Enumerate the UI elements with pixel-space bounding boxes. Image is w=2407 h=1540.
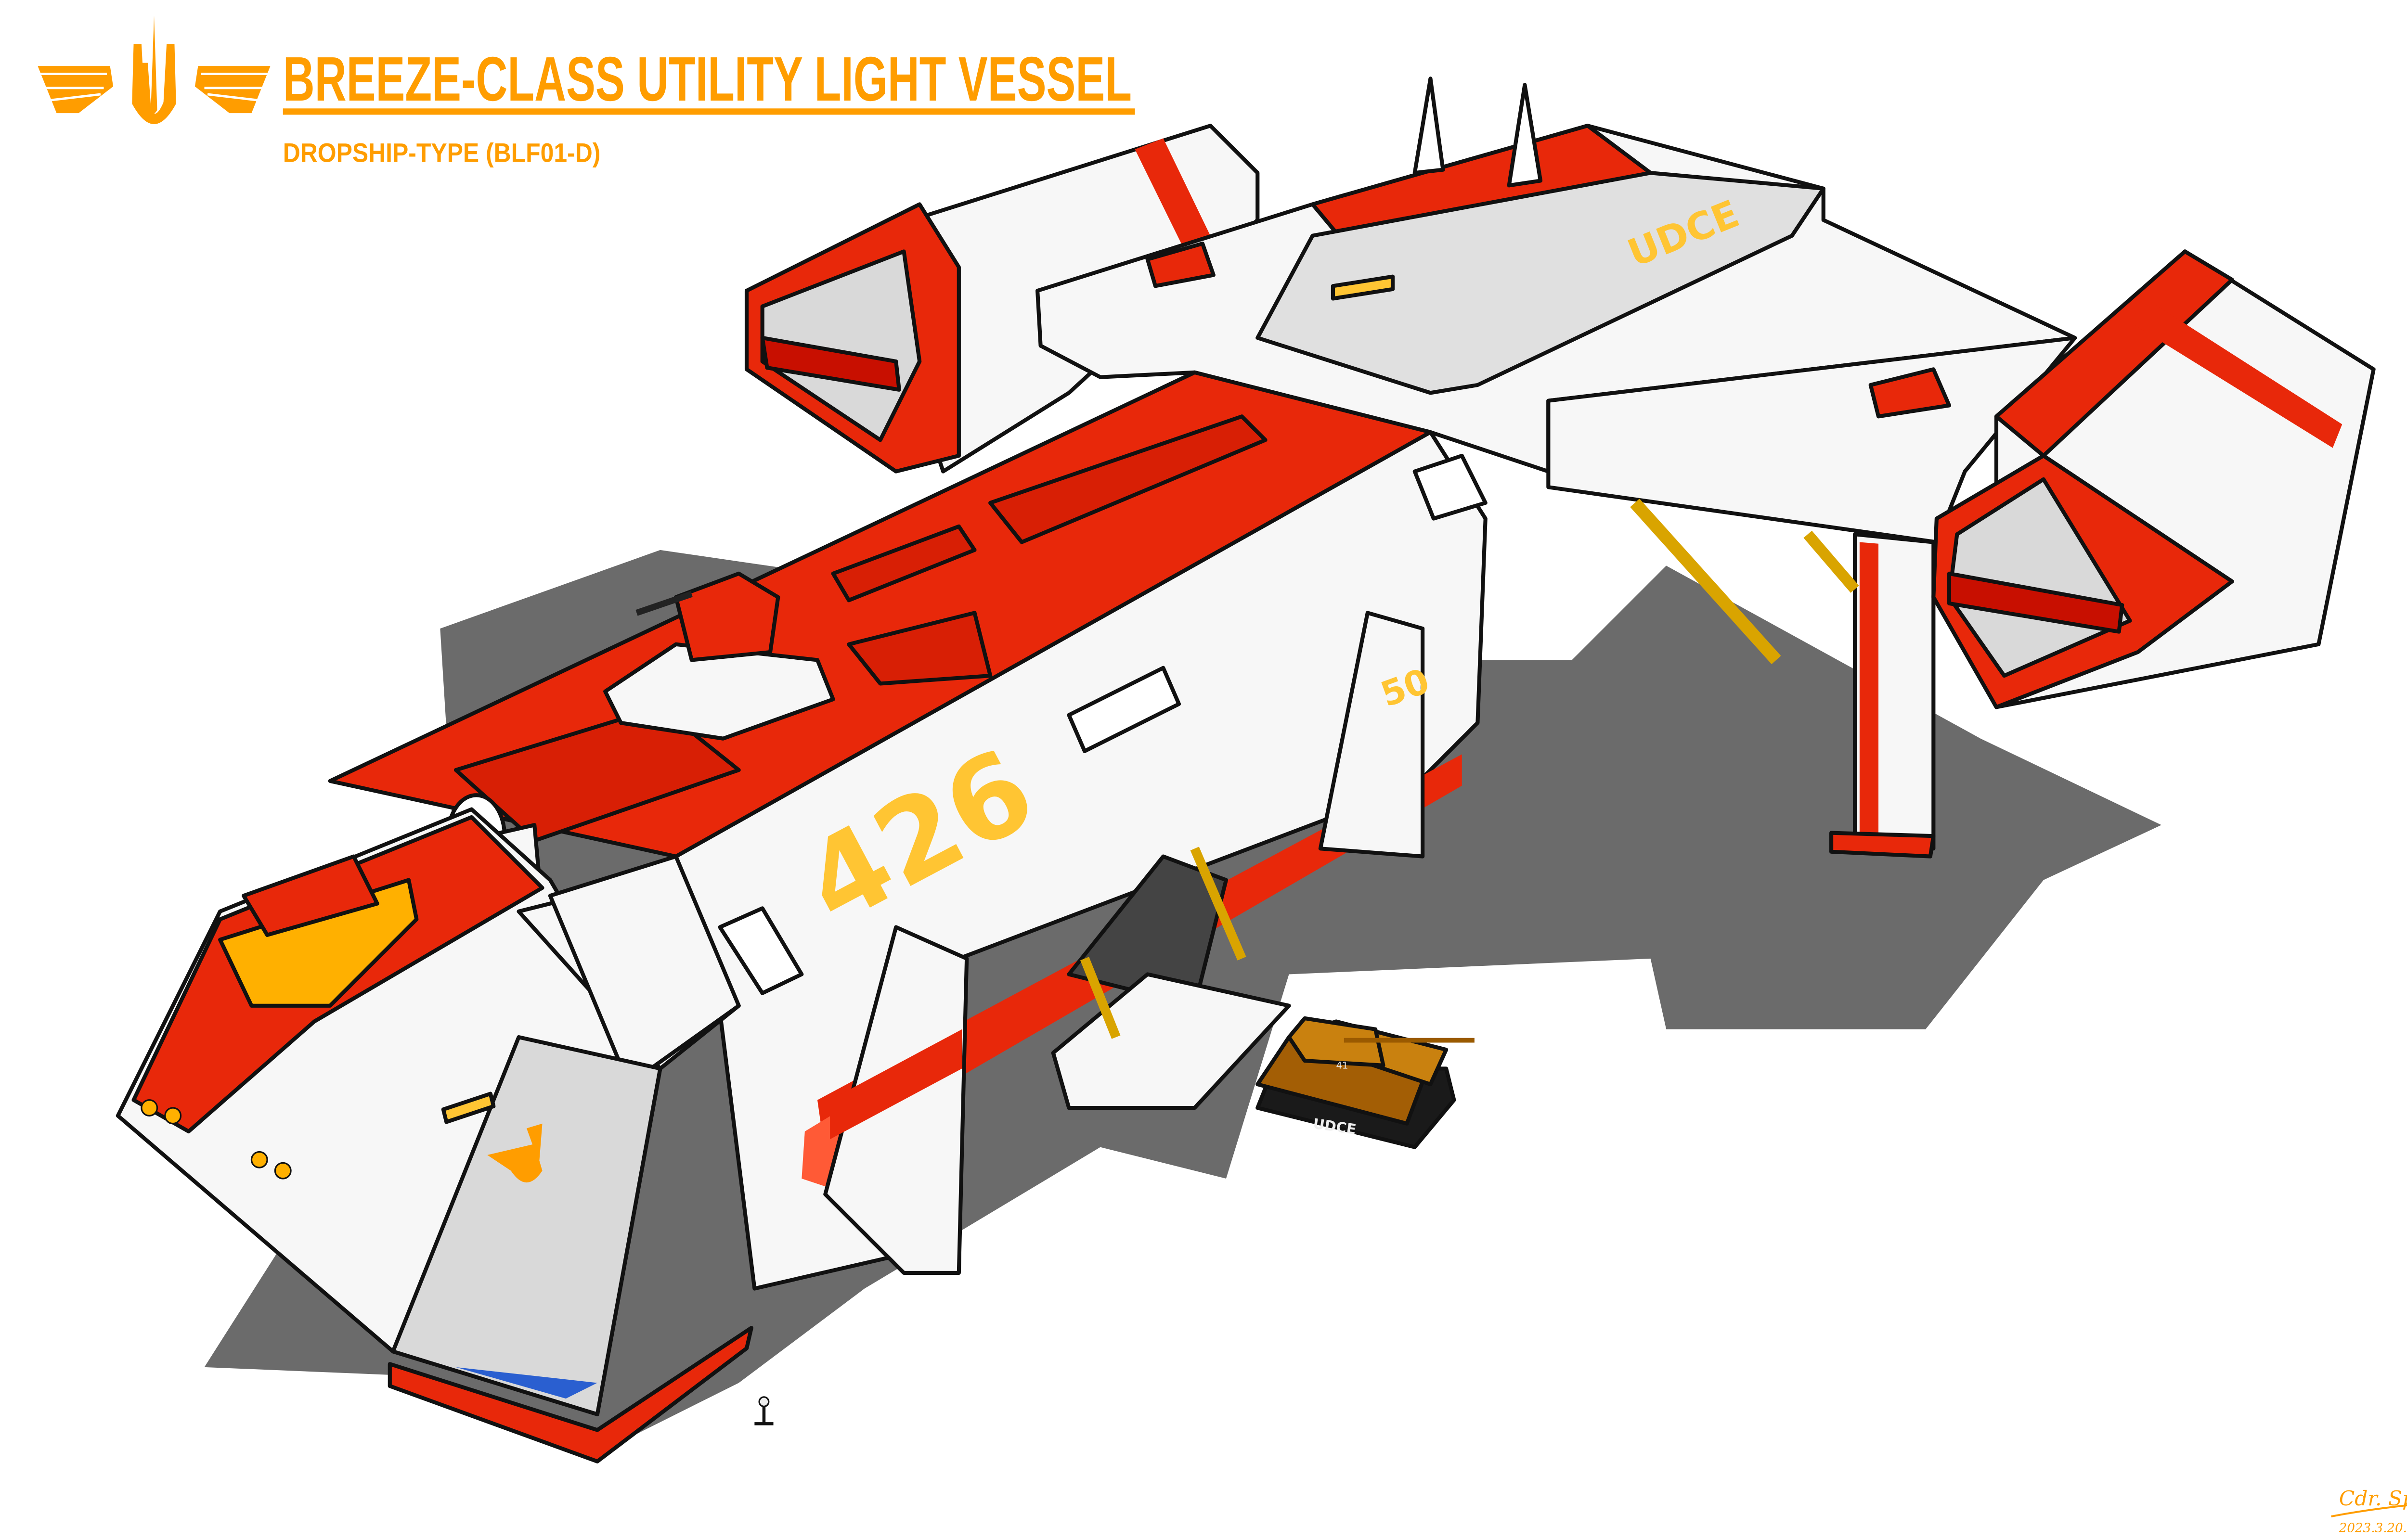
artist-signature: Cdr. Spooks 2023.3.20. bbox=[2331, 1487, 2407, 1536]
crew-figure bbox=[754, 1396, 774, 1425]
signature-date: 2023.3.20. bbox=[2339, 1521, 2407, 1536]
emblem-logo bbox=[38, 15, 271, 124]
title-underline bbox=[283, 108, 1135, 115]
main-hull: 426 50 bbox=[674, 430, 1488, 1291]
nose-section bbox=[116, 807, 753, 1463]
top-deck bbox=[328, 370, 1433, 922]
deck-turret bbox=[603, 571, 835, 741]
title: BREEZE-CLASS UTILITY LIGHT VESSEL bbox=[283, 44, 1132, 114]
right-engine-pod bbox=[1931, 249, 2376, 709]
upper-deck: UDCE bbox=[1035, 77, 2077, 544]
left-engine-pod bbox=[744, 124, 1260, 474]
tank: UDCE 41 bbox=[1255, 1016, 1475, 1149]
right-landing-strut bbox=[1630, 499, 1936, 859]
subtitle: DROPSHIP-TYPE (BLF01-D) bbox=[283, 138, 601, 167]
tank-number-marking: 41 bbox=[1336, 1060, 1348, 1071]
